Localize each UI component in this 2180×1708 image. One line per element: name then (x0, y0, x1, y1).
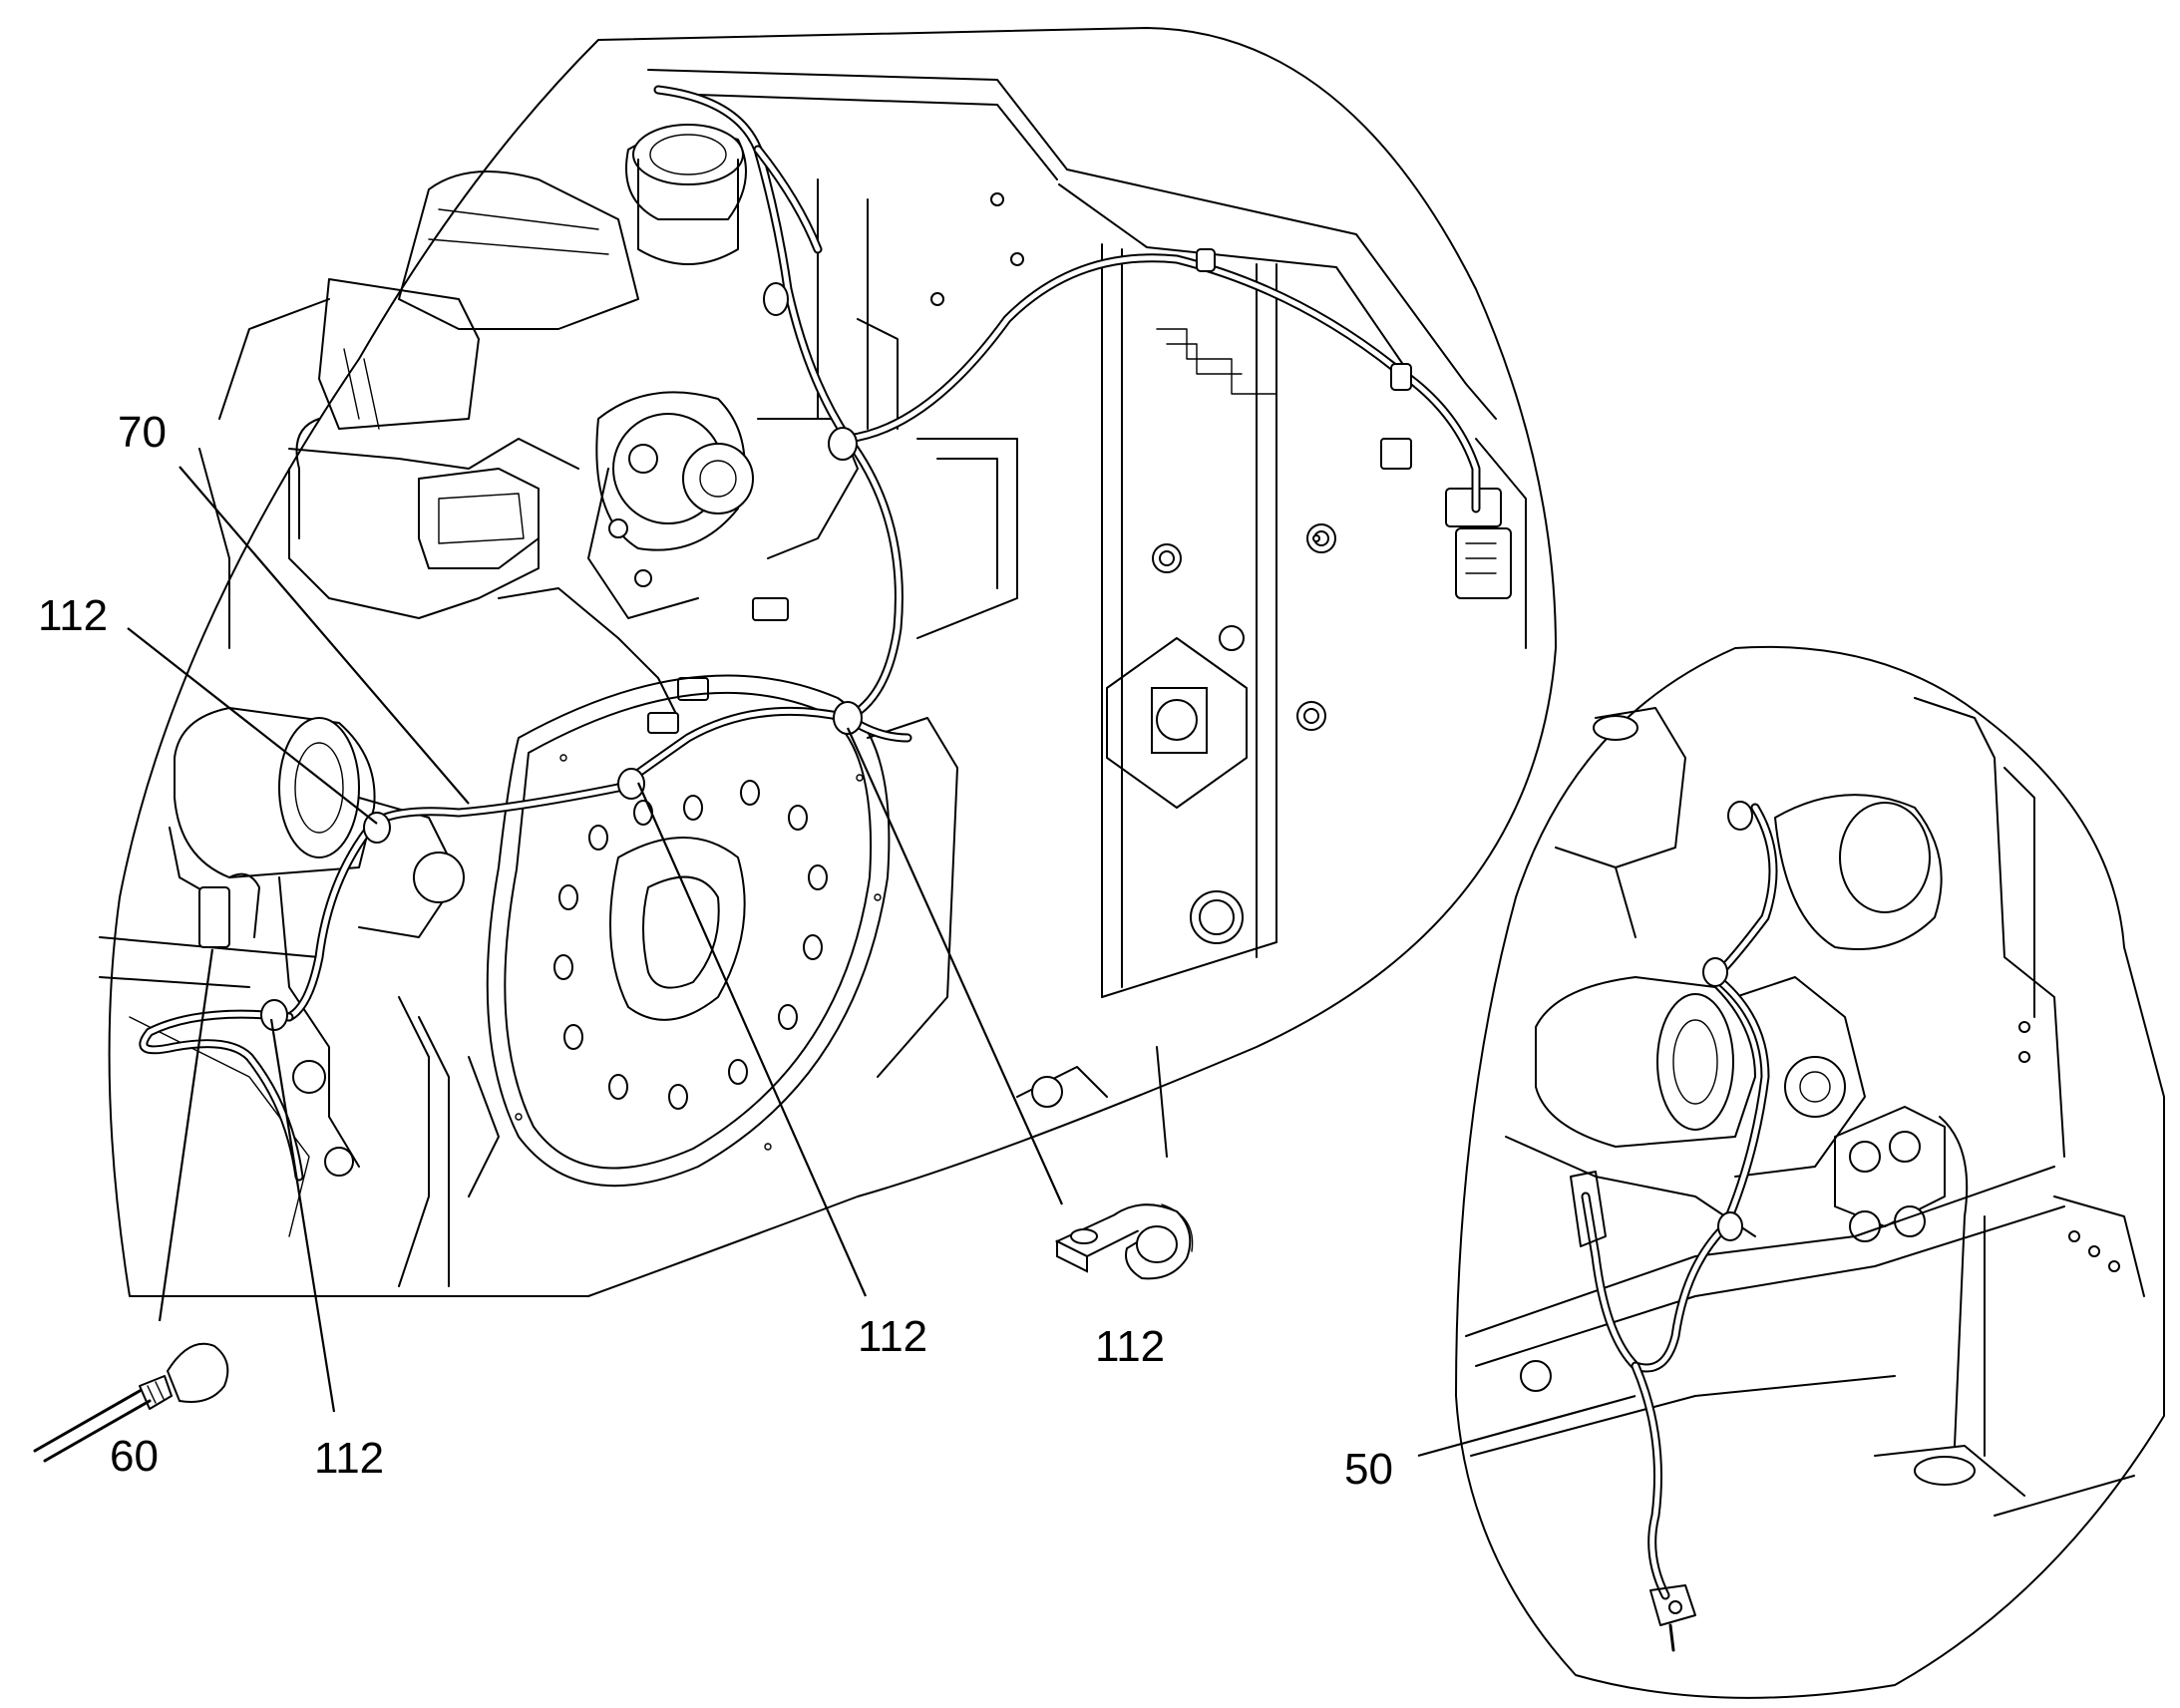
secondary-view-outline (1455, 645, 2165, 1699)
callout-112-center: 112 (858, 1312, 927, 1361)
main-view-outline (108, 27, 1557, 1297)
secondary-frame (1465, 697, 2145, 1517)
secondary-starter (1505, 707, 1943, 1392)
clamp-112-detail (1054, 1203, 1194, 1280)
chassis-frame (647, 69, 1527, 1158)
callout-112-left: 112 (38, 591, 108, 640)
callout-112-lower-left: 112 (314, 1434, 384, 1483)
leader-line-50 (1417, 1394, 1636, 1458)
secondary-engine-view (1417, 645, 2165, 1699)
starter-motor (99, 707, 465, 1287)
flywheel-bolt-holes (553, 780, 828, 1110)
frame-connectors (1312, 438, 1512, 599)
main-engine-view (99, 27, 1557, 1413)
callout-labels: 70 112 112 112 112 60 50 (38, 408, 1393, 1494)
engine-block (198, 124, 899, 734)
callout-70: 70 (118, 408, 167, 457)
leader-lines-main (127, 466, 1064, 1413)
flywheel (468, 674, 958, 1197)
cable-60-detail (33, 1342, 229, 1463)
cable-50 (1570, 801, 1778, 1652)
callout-50: 50 (1344, 1445, 1393, 1494)
callout-112-clamp: 112 (1095, 1322, 1165, 1371)
harness-clamps (260, 248, 1412, 1031)
callout-60: 60 (110, 1432, 159, 1481)
